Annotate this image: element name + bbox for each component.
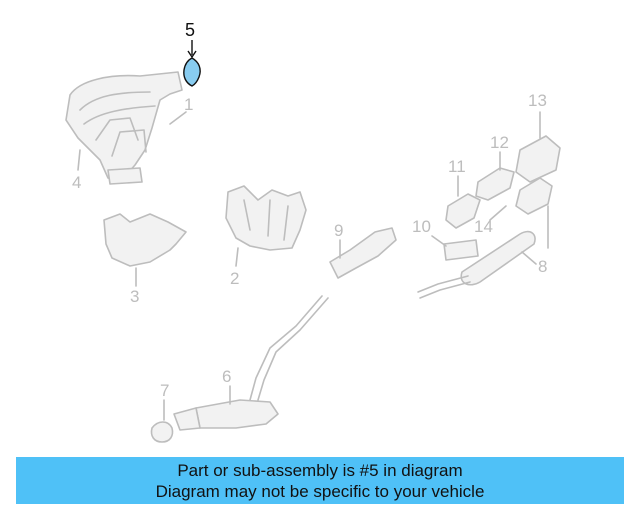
resonator-12 (475, 167, 515, 201)
callout-14: 14 (474, 217, 493, 236)
callout-13: 13 (528, 91, 547, 110)
part-11-heat-shield: 11 (445, 157, 481, 229)
callout-3: 3 (130, 287, 139, 306)
part-14-clamp: 14 (474, 177, 553, 249)
converter-pipe (249, 295, 329, 401)
part-7-gasket: 7 (150, 381, 174, 443)
clamp-14 (515, 177, 553, 215)
gasket-7 (150, 421, 174, 443)
callout-2: 2 (230, 269, 239, 288)
part-10-hanger: 10 (412, 217, 479, 261)
converter-flange (173, 407, 201, 431)
part-1-manifold: 1 4 (65, 71, 193, 192)
callout-6: 6 (222, 367, 231, 386)
manifold-flange (107, 167, 143, 185)
bracket-9 (329, 227, 397, 279)
muffler-body (460, 230, 536, 286)
callout-10: 10 (412, 217, 431, 236)
callout-1-leader (169, 111, 187, 125)
shield-11 (445, 193, 481, 229)
banner-line-2: Diagram may not be specific to your vehi… (155, 482, 485, 501)
banner-line-1: Part or sub-assembly is #5 in diagram (177, 461, 463, 480)
callout-8: 8 (538, 257, 547, 276)
callout-5: 5 (185, 20, 195, 40)
callout-10-leader (431, 235, 447, 247)
part-5-gasket[interactable]: 5 (183, 20, 201, 87)
gasket-shape (183, 57, 201, 87)
shield-13 (515, 135, 561, 183)
part-13-shield: 13 (515, 91, 561, 183)
callout-4-leader (77, 149, 81, 171)
tail-pipe (417, 275, 471, 299)
heat-shield-3 (103, 213, 187, 267)
manifold-runners (79, 91, 156, 157)
part-9-bracket: 9 (329, 221, 397, 279)
part-6-converter: 6 (173, 295, 329, 431)
info-banner: Part or sub-assembly is #5 in diagram Di… (16, 457, 624, 504)
part-12-resonator: 12 (475, 133, 515, 201)
callout-11: 11 (448, 157, 466, 176)
callout-8-leader (521, 251, 537, 265)
callout-4: 4 (72, 173, 81, 192)
hanger-10 (443, 239, 479, 261)
callout-9: 9 (334, 221, 343, 240)
callout-1: 1 (184, 95, 193, 114)
heat-shield (65, 71, 183, 183)
part-3-heat-shield: 3 (103, 213, 187, 306)
heat-shield-2 (225, 185, 307, 251)
callout-14-leader (489, 205, 507, 221)
converter-body (195, 399, 279, 429)
part-2-heat-shield: 2 (225, 185, 307, 288)
callout-5-arrowhead (187, 50, 197, 59)
callout-12: 12 (490, 133, 509, 152)
part-8-muffler: 8 (417, 230, 547, 299)
callout-7: 7 (160, 381, 169, 400)
heat-shield-2-ribs (243, 199, 289, 241)
callout-2-leader (235, 247, 239, 267)
